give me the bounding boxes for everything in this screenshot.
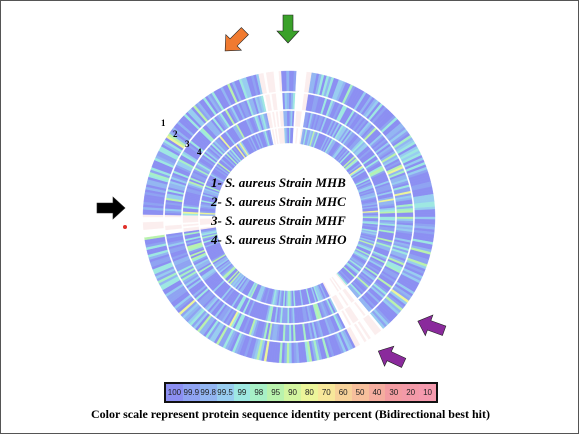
arrow-left-icon-5 [377,345,407,368]
scale-cell-60: 60 [334,384,352,401]
track-number-2: 2 [173,129,178,139]
scale-cell-10: 10 [419,384,436,401]
arrow-down-icon-2 [276,14,300,44]
scale-cell-99: 99 [233,384,251,401]
legend-strain-3: 3- S. aureus Strain MHF [211,213,346,228]
scale-cell-99.5: 99.5 [216,384,234,401]
scale-cell-99.9: 99.9 [182,384,200,401]
identity-rings [142,70,436,364]
red-marker-dot [123,225,127,229]
legend-strain-1: 1- S. aureus Strain MHB [211,175,346,190]
scale-cell-40: 40 [368,384,386,401]
legend-strain-2: 2- S. aureus Strain MHC [211,194,346,209]
scale-cell-30: 30 [385,384,403,401]
track-number-3: 3 [185,139,190,149]
arrow-down-icon-1 [224,27,249,52]
marker-arrows [96,14,447,368]
scale-cell-20: 20 [402,384,420,401]
scale-cell-70: 70 [317,384,335,401]
scale-cell-80: 80 [301,384,318,401]
scale-cell-99.8: 99.8 [199,384,217,401]
track-number-4: 4 [197,147,202,157]
scale-cell-98: 98 [250,384,268,401]
track-number-1: 1 [161,118,166,128]
scale-cell-100: 100 [166,384,183,401]
scale-cell-95: 95 [267,384,285,401]
figure-caption: Color scale represent protein sequence i… [91,407,490,421]
scale-cell-50: 50 [351,384,369,401]
legend-strain-4: 4- S. aureus Strain MHO [211,232,347,247]
scale-cell-90: 90 [284,384,301,401]
arrow-left-icon-4 [417,314,447,337]
arrow-right-icon-3 [96,196,126,220]
